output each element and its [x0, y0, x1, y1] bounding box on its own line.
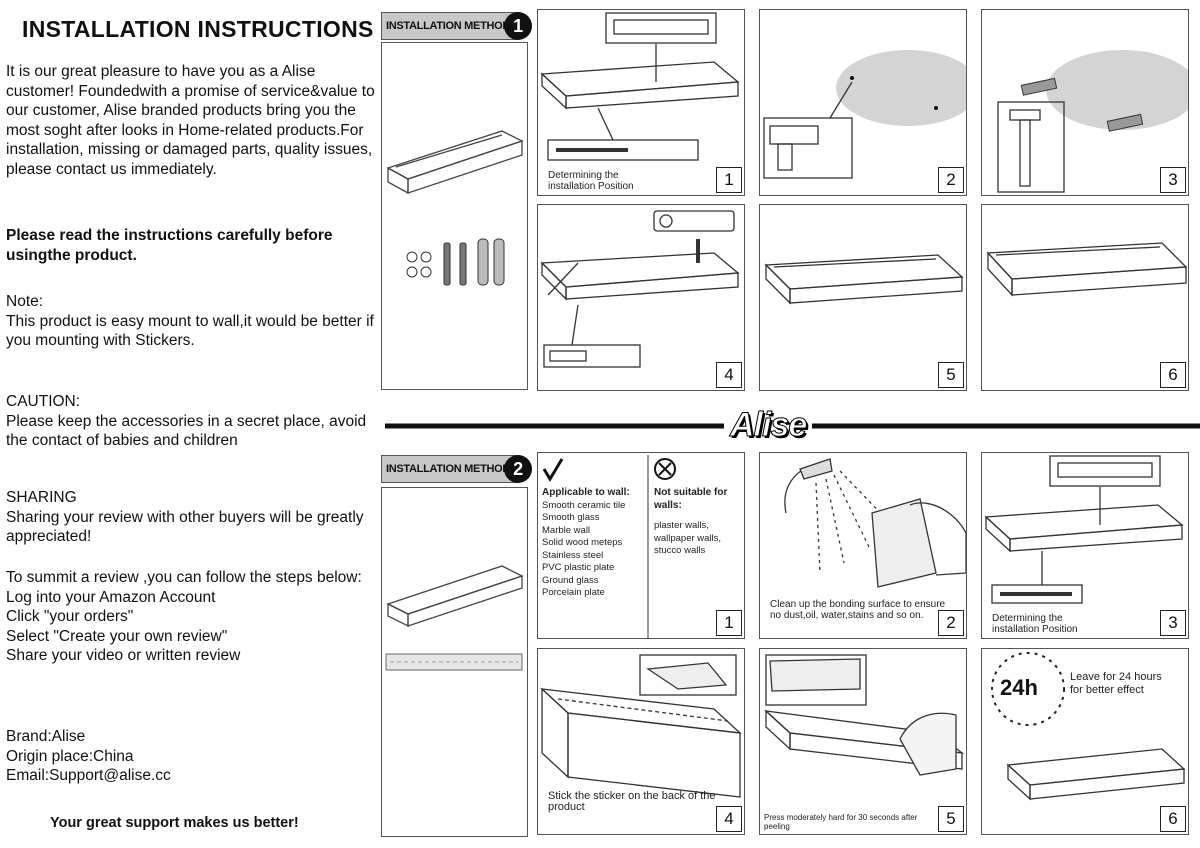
intro-text: It is our great pleasure to have you as …: [6, 62, 382, 179]
peel-and-press-illustration: [760, 649, 967, 835]
method-1-number: 1: [504, 12, 532, 40]
not-suitable-list: Not suitable for walls: plaster walls, w…: [654, 487, 742, 558]
level-and-pencil-illustration: [538, 10, 745, 196]
applicable-item: Porcelain plate: [542, 587, 646, 600]
shelf-and-hardware-illustration: [382, 43, 529, 391]
shelf-mounted-illustration: [760, 205, 967, 391]
applicable-item: Smooth glass: [542, 512, 646, 525]
method-1-step-4: 4: [537, 204, 745, 391]
step-number: 2: [938, 610, 964, 636]
method-2-number: 2: [504, 455, 532, 483]
applicable-item: Solid wood meteps: [542, 537, 646, 550]
method-1-step-2: 2: [759, 9, 967, 196]
step-number: 3: [1160, 610, 1186, 636]
method-1-step-1: Determining the installation Position 1: [537, 9, 745, 196]
method-2-overview: [381, 487, 528, 837]
step-number: 5: [938, 806, 964, 832]
step-number: 6: [1160, 362, 1186, 388]
sharing-text: SHARING Sharing your review with other b…: [6, 488, 382, 547]
applicable-item: Stainless steel: [542, 550, 646, 563]
method-1-tab: INSTALLATION METHOD 1: [381, 12, 531, 40]
alise-logo: Alise: [724, 406, 812, 444]
page-title: INSTALLATION INSTRUCTIONS: [22, 16, 374, 43]
not-suitable-item: wallpaper walls,: [654, 533, 742, 546]
step-caption: Determining the installation Position: [992, 613, 1112, 635]
not-suitable-icon: [655, 459, 675, 479]
step-number: 2: [938, 167, 964, 193]
hammer-anchors-illustration: [982, 10, 1189, 196]
step-caption: Stick the sticker on the back of the pro…: [548, 791, 724, 813]
level-and-pencil-illustration: [982, 453, 1189, 639]
step-number: 6: [1160, 806, 1186, 832]
footer-text: Your great support makes us better!: [50, 815, 299, 831]
screwdriver-illustration: [538, 205, 745, 391]
note-text: Note: This product is easy mount to wall…: [6, 292, 382, 351]
step-caption: Clean up the bonding surface to ensure n…: [770, 599, 946, 621]
method-2-tab: INSTALLATION METHOD 2: [381, 455, 531, 483]
method-2-step-6: 24h Leave for 24 hours for better effect…: [981, 648, 1189, 835]
applicable-item: Marble wall: [542, 525, 646, 538]
method-2-step-1: Applicable to wall: Smooth ceramic tile …: [537, 452, 745, 639]
timer-label: 24h: [1000, 675, 1038, 701]
method-1-label: INSTALLATION METHOD: [386, 20, 510, 32]
method-2-label: INSTALLATION METHOD: [386, 463, 510, 475]
method-2-step-5: Press moderately hard for 30 seconds aft…: [759, 648, 967, 835]
method-1-overview: [381, 42, 528, 390]
step-caption: Press moderately hard for 30 seconds aft…: [764, 813, 934, 831]
caution-text: CAUTION: Please keep the accessories in …: [6, 392, 382, 451]
applicable-item: Smooth ceramic tile: [542, 500, 646, 513]
review-steps-text: To summit a review ,you can follow the s…: [6, 568, 382, 666]
method-1-step-6: 6: [981, 204, 1189, 391]
not-suitable-title: Not suitable for walls:: [654, 487, 742, 512]
step-number: 1: [716, 167, 742, 193]
drill-wall-illustration: [760, 10, 967, 196]
method-2-step-2: Clean up the bonding surface to ensure n…: [759, 452, 967, 639]
step-caption: Leave for 24 hours for better effect: [1070, 671, 1166, 697]
shelf-and-sticker-illustration: [382, 488, 529, 838]
method-1-step-3: 3: [981, 9, 1189, 196]
step-number: 3: [1160, 167, 1186, 193]
applicable-title: Applicable to wall:: [542, 487, 646, 500]
not-suitable-item: stucco walls: [654, 545, 742, 558]
method-2-step-3: Determining the installation Position 3: [981, 452, 1189, 639]
applicable-item: PVC plastic plate: [542, 562, 646, 575]
step-number: 5: [938, 362, 964, 388]
read-instructions-text: Please read the instructions carefully b…: [6, 226, 346, 265]
step-number: 4: [716, 806, 742, 832]
step-number: 1: [716, 610, 742, 636]
step-caption: Determining the installation Position: [548, 170, 668, 192]
applicable-item: Ground glass: [542, 575, 646, 588]
method-1-step-5: 5: [759, 204, 967, 391]
brand-info-text: Brand:Alise Origin place:China Email:Sup…: [6, 727, 382, 786]
not-suitable-item: plaster walls,: [654, 520, 742, 533]
step-number: 4: [716, 362, 742, 388]
method-2-step-4: Stick the sticker on the back of the pro…: [537, 648, 745, 835]
applicable-list: Applicable to wall: Smooth ceramic tile …: [542, 487, 646, 600]
shelf-complete-illustration: [982, 205, 1189, 391]
